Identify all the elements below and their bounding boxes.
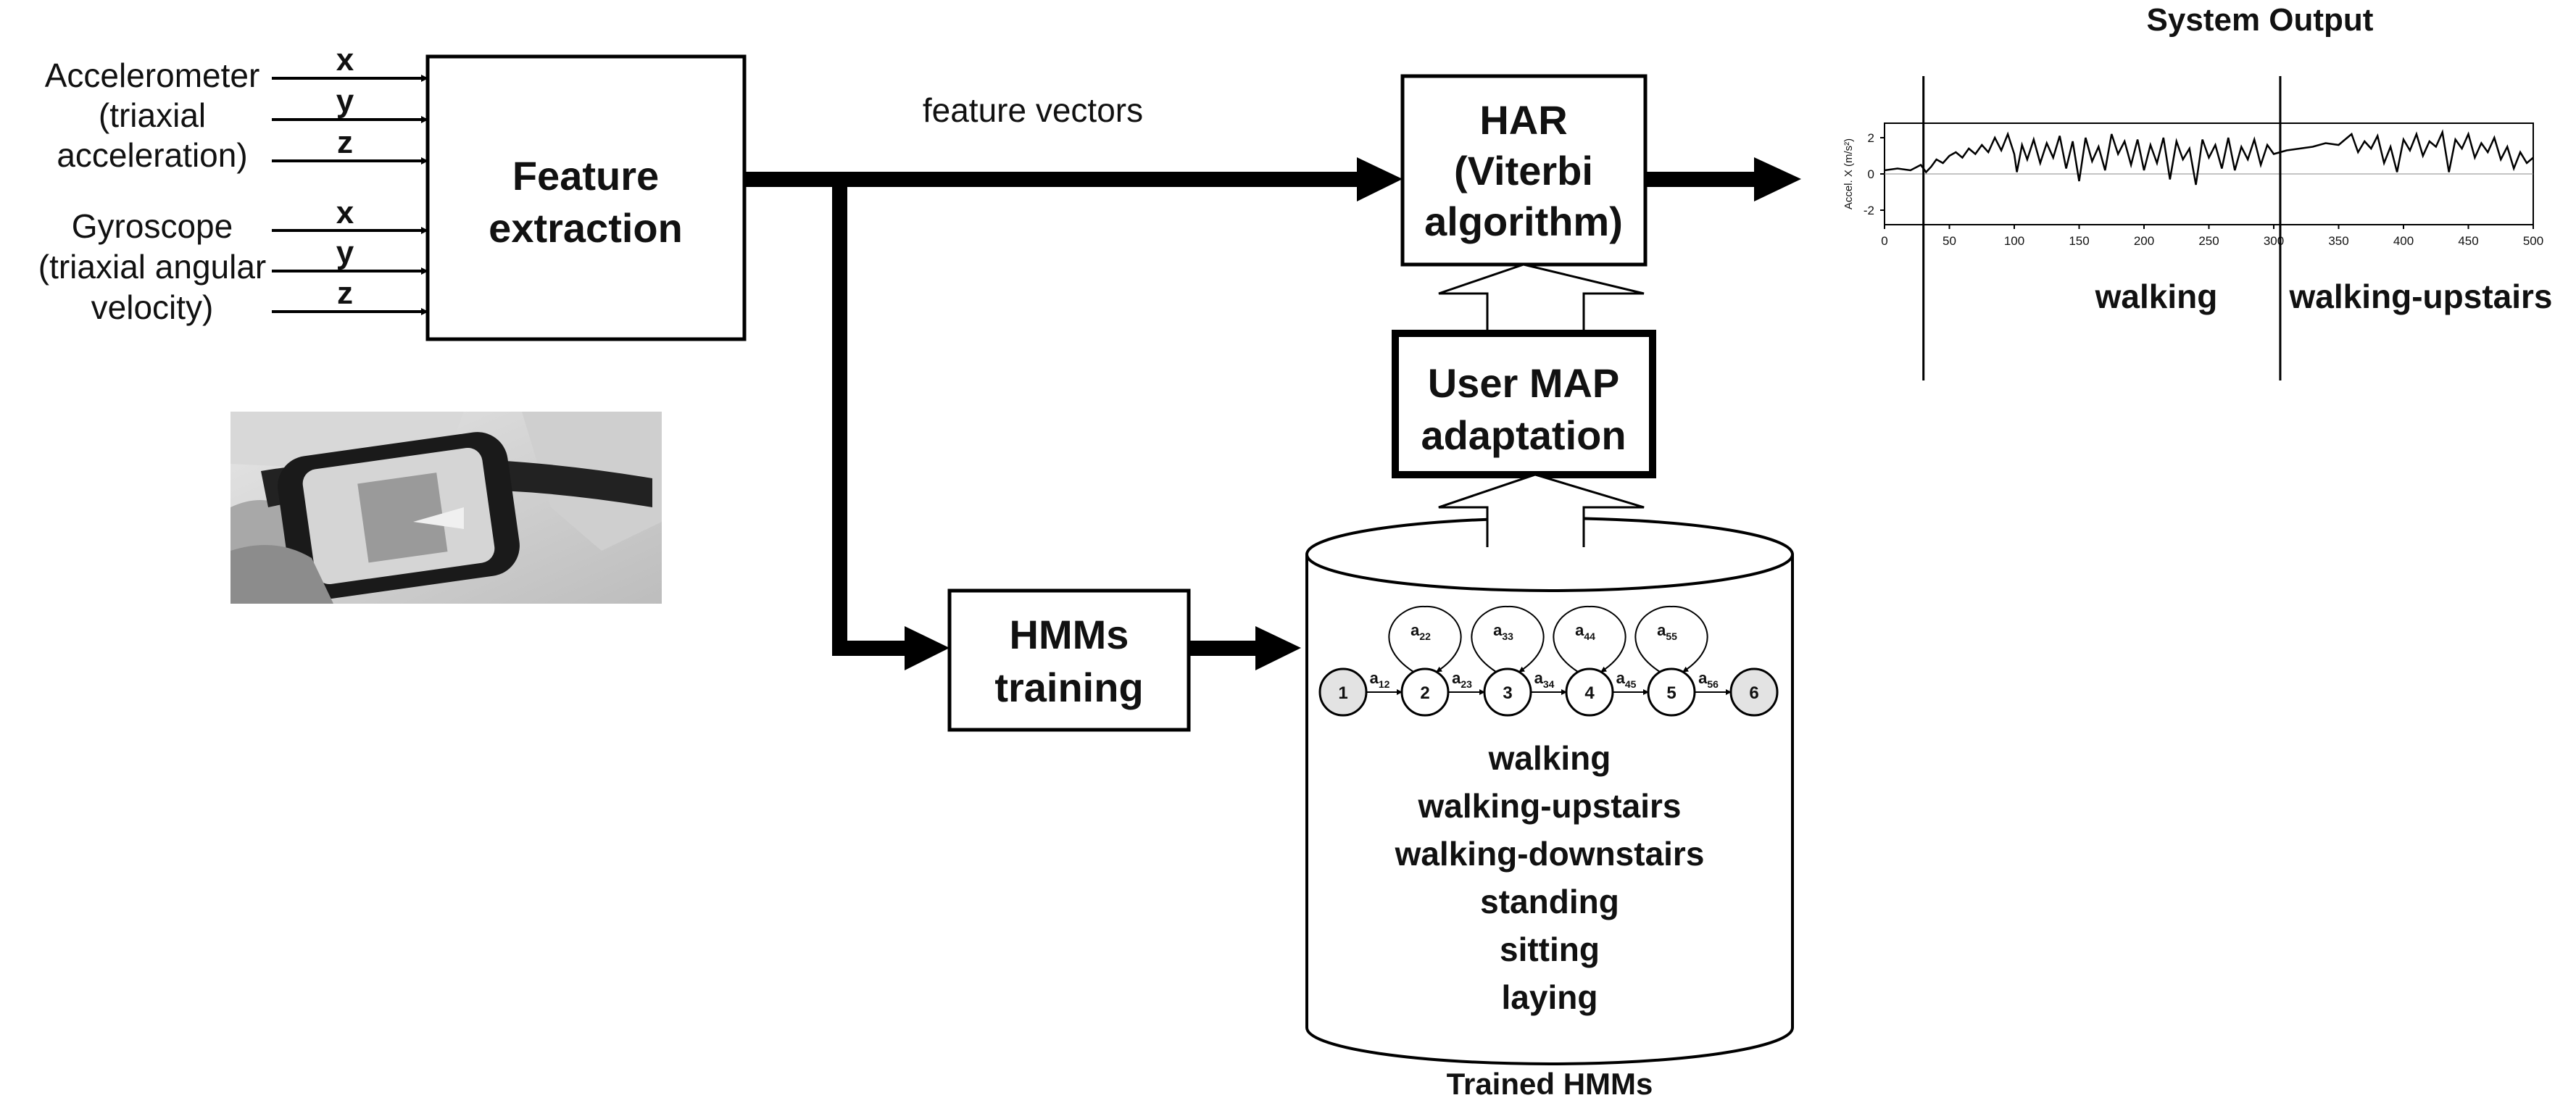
svg-text:x: x xyxy=(336,42,354,78)
svg-text:algorithm): algorithm) xyxy=(1424,199,1623,244)
svg-text:z: z xyxy=(337,275,353,311)
svg-text:HMMs: HMMs xyxy=(1010,612,1129,657)
activity-standing: standing xyxy=(1480,883,1619,920)
chart-x-tick-label: 200 xyxy=(2134,234,2154,248)
system-output-chart: 0 50 100 150 200 250 300 350 400 450 500 2 0 -2 Accel.… xyxy=(1842,76,2543,380)
hmms-training-box: HMMs training xyxy=(947,588,1191,732)
chart-x-tick-label: 100 xyxy=(2004,234,2024,248)
map-to-har-arrow xyxy=(1438,263,1645,335)
chart-y-tick-label: 0 xyxy=(1868,167,1874,181)
chart-y-tick-label: -2 xyxy=(1864,204,1874,217)
svg-text:(triaxial angular: (triaxial angular xyxy=(38,248,266,286)
svg-text:velocity): velocity) xyxy=(91,288,214,326)
svg-text:y: y xyxy=(336,235,354,270)
svg-text:User MAP: User MAP xyxy=(1428,360,1620,406)
feature-extraction-box: Feature extraction xyxy=(425,54,747,341)
chart-x-tick-label: 350 xyxy=(2328,234,2348,248)
activity-list: walking walking-upstairs walking-downsta… xyxy=(1395,739,1705,1016)
chart-x-tick-label: 0 xyxy=(1881,234,1887,248)
segment-label-walking-upstairs: walking-upstairs xyxy=(2289,278,2553,315)
hmm-state-label: 1 xyxy=(1338,683,1347,703)
har-viterbi-box: HAR (Viterbi algorithm) xyxy=(1400,74,1648,267)
svg-text:adaptation: adaptation xyxy=(1421,412,1626,458)
main-data-arrows xyxy=(744,157,1801,670)
hmm-self-loop xyxy=(1634,605,1708,673)
activity-walking-downstairs: walking-downstairs xyxy=(1395,835,1705,873)
activity-laying: laying xyxy=(1502,978,1598,1016)
feature-vectors-label: feature vectors xyxy=(923,91,1143,129)
user-map-adaptation-box: User MAP adaptation xyxy=(1392,330,1656,478)
chart-x-tick-label: 450 xyxy=(2458,234,2478,248)
smartphone-armband-photo xyxy=(230,412,662,604)
segment-label-walking: walking xyxy=(2095,278,2218,315)
svg-text:HAR: HAR xyxy=(1479,97,1567,143)
sensor-axis-labels: x y z x y z xyxy=(336,42,354,311)
hmm-self-loop xyxy=(1471,605,1545,673)
hmm-state-label: 6 xyxy=(1749,683,1758,703)
hmm-self-loop xyxy=(1553,605,1626,673)
chart-y-axis-label: Accel. X (m/s²) xyxy=(1842,138,1855,209)
hmm-state-label: 2 xyxy=(1420,683,1429,703)
hmm-state-label: 4 xyxy=(1584,683,1595,703)
activity-walking: walking xyxy=(1488,739,1611,777)
gyroscope-label: Gyroscope (triaxial angular velocity) xyxy=(38,207,266,326)
chart-x-tick-label: 150 xyxy=(2069,234,2089,248)
activity-sitting: sitting xyxy=(1500,931,1600,968)
hmm-self-loop xyxy=(1388,605,1462,673)
svg-text:Feature: Feature xyxy=(512,153,659,199)
system-output-title: System Output xyxy=(2147,2,2374,38)
svg-text:y: y xyxy=(336,83,354,119)
chart-x-tick-label: 250 xyxy=(2198,234,2219,248)
svg-text:(triaxial: (triaxial xyxy=(99,96,206,134)
chart-signal-line xyxy=(1884,129,2534,186)
svg-text:Gyroscope: Gyroscope xyxy=(72,207,233,245)
accelerometer-label: Accelerometer (triaxial acceleration) xyxy=(45,57,260,174)
svg-text:training: training xyxy=(994,665,1143,710)
sensor-axis-arrows xyxy=(272,75,428,315)
chart-x-tick-label: 400 xyxy=(2393,234,2414,248)
chart-x-tick-label: 50 xyxy=(1943,234,1956,248)
svg-text:extraction: extraction xyxy=(489,205,683,251)
chart-y-tick-label: 2 xyxy=(1868,131,1874,145)
chart-x-tick-label: 300 xyxy=(2264,234,2284,248)
svg-text:acceleration): acceleration) xyxy=(57,136,247,174)
chart-x-tick-label: 500 xyxy=(2523,234,2543,248)
svg-text:x: x xyxy=(336,195,354,230)
svg-text:(Viterbi: (Viterbi xyxy=(1454,148,1593,194)
svg-text:Accelerometer: Accelerometer xyxy=(45,57,260,94)
trained-hmms-caption: Trained HMMs xyxy=(1447,1067,1653,1101)
activity-walking-upstairs: walking-upstairs xyxy=(1418,787,1682,825)
hmm-state-label: 3 xyxy=(1503,683,1512,703)
hmm-state-label: 5 xyxy=(1666,683,1676,703)
svg-text:z: z xyxy=(337,125,353,160)
